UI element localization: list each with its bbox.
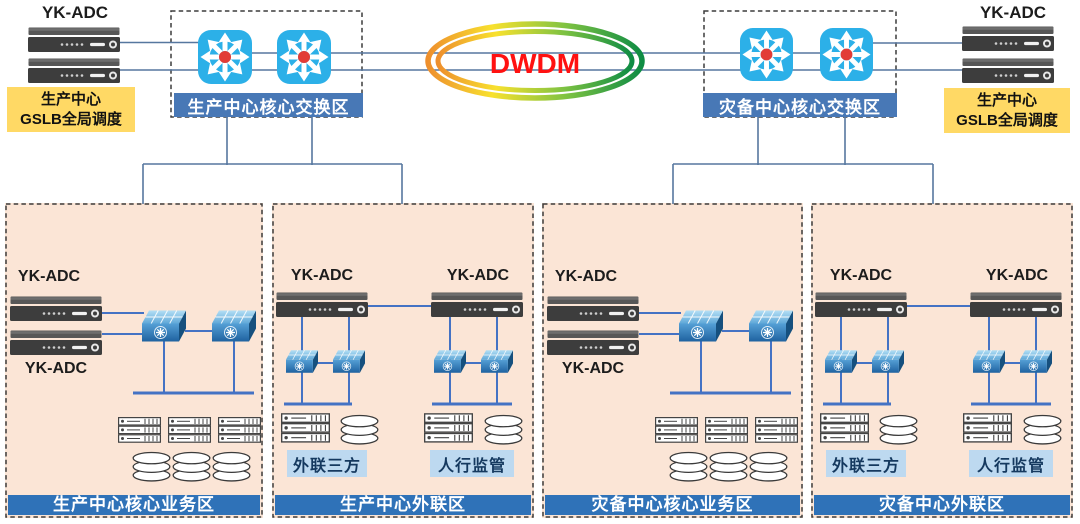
core-switch-icon: [277, 30, 331, 84]
server-rack-icon: [218, 417, 261, 443]
prod-core-switch-label: 生产中心核心交换区: [174, 93, 363, 117]
zone-title-prod-core-business: 生产中心核心业务区: [8, 495, 260, 515]
switch-3d-icon: [973, 348, 1005, 375]
server-rack-icon: [281, 413, 330, 443]
adc-server-icon: [28, 58, 120, 83]
sub-label-pboc-regulation: 人行监管: [969, 450, 1053, 477]
storage-cylinder-icon: [669, 451, 708, 482]
dwdm-label: DWDM: [490, 48, 580, 79]
server-rack-icon: [118, 417, 161, 443]
switch-3d-icon: [679, 310, 723, 342]
adc-label: YK-ADC: [554, 268, 618, 285]
zone-title-dr-external: 灾备中心外联区: [814, 495, 1070, 515]
storage-cylinder-icon: [172, 451, 211, 482]
core-switch-icon: [740, 28, 793, 81]
core-switch-icon: [198, 30, 252, 84]
zone-title-dr-core-business: 灾备中心核心业务区: [545, 495, 800, 515]
zone-title-prod-external: 生产中心外联区: [275, 495, 531, 515]
server-rack-icon: [820, 413, 869, 443]
storage-cylinder-icon: [879, 414, 918, 445]
server-rack-icon: [705, 417, 748, 443]
adc-label: YK-ADC: [17, 268, 81, 285]
adc-server-icon: [10, 296, 102, 321]
adc-label: YK-ADC: [985, 267, 1049, 284]
server-rack-icon: [963, 413, 1012, 443]
adc-server-icon: [970, 292, 1062, 317]
server-rack-icon: [655, 417, 698, 443]
server-rack-icon: [424, 413, 473, 443]
gslb-label-right: 生产中心 GSLB全局调度: [944, 88, 1070, 133]
adc-label: YK-ADC: [24, 360, 88, 377]
adc-label: YK-ADC: [829, 267, 893, 284]
gslb-label-left: 生产中心 GSLB全局调度: [7, 87, 135, 132]
sub-label-external-third-party: 外联三方: [287, 450, 367, 477]
switch-3d-icon: [142, 310, 186, 342]
adc-label-top-right: YK-ADC: [979, 3, 1047, 22]
storage-cylinder-icon: [484, 414, 523, 445]
core-switch-icon: [820, 28, 873, 81]
sub-label-pboc-regulation: 人行监管: [430, 450, 514, 477]
adc-server-icon: [815, 292, 907, 317]
adc-server-icon: [28, 27, 120, 52]
storage-cylinder-icon: [132, 451, 171, 482]
switch-3d-icon: [1020, 348, 1052, 375]
switch-3d-icon: [286, 348, 318, 375]
adc-server-icon: [962, 26, 1054, 51]
adc-label: YK-ADC: [561, 360, 625, 377]
adc-server-icon: [431, 292, 523, 317]
adc-server-icon: [10, 330, 102, 355]
adc-server-icon: [276, 292, 368, 317]
storage-cylinder-icon: [709, 451, 748, 482]
server-rack-icon: [168, 417, 211, 443]
dwdm-ring-icon: DWDM: [425, 21, 645, 101]
storage-cylinder-icon: [212, 451, 251, 482]
switch-3d-icon: [212, 310, 256, 342]
adc-label: YK-ADC: [290, 267, 354, 284]
storage-cylinder-icon: [1023, 414, 1062, 445]
switch-3d-icon: [481, 348, 513, 375]
switch-3d-icon: [333, 348, 365, 375]
dr-core-switch-label: 灾备中心核心交换区: [703, 93, 897, 117]
adc-server-icon: [547, 296, 639, 321]
switch-3d-icon: [825, 348, 857, 375]
sub-label-external-third-party: 外联三方: [826, 450, 906, 477]
storage-cylinder-icon: [749, 451, 788, 482]
adc-server-icon: [547, 330, 639, 355]
switch-3d-icon: [749, 310, 793, 342]
adc-label: YK-ADC: [446, 267, 510, 284]
adc-server-icon: [962, 58, 1054, 83]
adc-label-top-left: YK-ADC: [41, 3, 109, 22]
switch-3d-icon: [434, 348, 466, 375]
switch-3d-icon: [872, 348, 904, 375]
storage-cylinder-icon: [340, 414, 379, 445]
server-rack-icon: [755, 417, 798, 443]
